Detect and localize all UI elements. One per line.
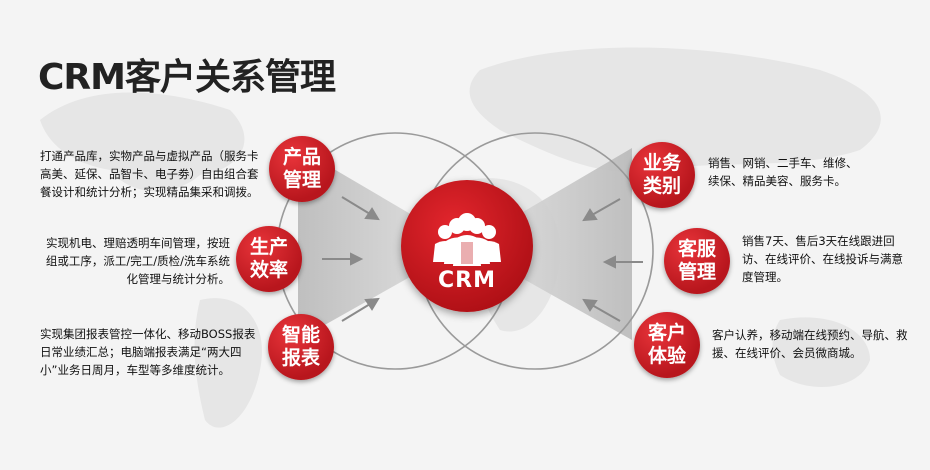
badge-line: 客户 (647, 322, 686, 344)
badge-line: 体验 (647, 345, 686, 367)
badge-line: 生产 (249, 236, 288, 258)
team-people-icon (433, 213, 501, 266)
badge-customer-experience: 客户 体验 (634, 312, 700, 378)
product-management-description: 打通产品库，实物产品与虚拟产品（服务卡高美、延保、品智卡、电子劵）自由组合套餐设… (40, 149, 259, 199)
page-title: CRM客户关系管理 (38, 57, 336, 98)
badge-line: 智能 (281, 324, 320, 346)
badge-line: 效率 (249, 259, 288, 281)
badge-production-efficiency: 生产 效率 (236, 226, 302, 292)
production-efficiency-description: 实现机电、理赔透明车间管理，按班组或工序，派工/完工/质检/洗车系统化管理与统计… (45, 236, 230, 286)
right-wedge (465, 148, 632, 340)
badge-line: 报表 (281, 347, 320, 369)
badge-smart-reports: 智能 报表 (268, 314, 334, 380)
crm-center-circle: CRM (401, 180, 533, 312)
badge-customer-service: 客服 管理 (664, 228, 730, 294)
customer-experience-description: 客户认养，移动端在线预约、导航、救援、在线评价、会员微商城。 (712, 328, 908, 360)
smart-reports-description: 实现集团报表管控一体化、移动BOSS报表日常业绩汇总；电脑端报表满足“两大四小”… (40, 327, 256, 377)
badge-product-management: 产品 管理 (269, 136, 335, 202)
badge-line: 管理 (677, 261, 716, 283)
left-wedge (298, 148, 465, 340)
crm-label: CRM (438, 268, 496, 293)
customer-service-description: 销售7天、售后3天在线跟进回访、在线评价、在线投诉与满意度管理。 (742, 234, 903, 284)
badge-line: 管理 (282, 169, 321, 191)
badge-line: 客服 (677, 238, 716, 260)
badge-line: 业务 (642, 152, 681, 174)
business-category-description: 销售、网销、二手车、维修、续保、精品美容、服务卡。 (708, 156, 858, 188)
right-arrows (582, 198, 643, 322)
left-arrows (322, 196, 380, 322)
badge-line: 产品 (282, 146, 321, 168)
badge-business-category: 业务 类别 (629, 142, 695, 208)
badge-line: 类别 (642, 175, 681, 197)
